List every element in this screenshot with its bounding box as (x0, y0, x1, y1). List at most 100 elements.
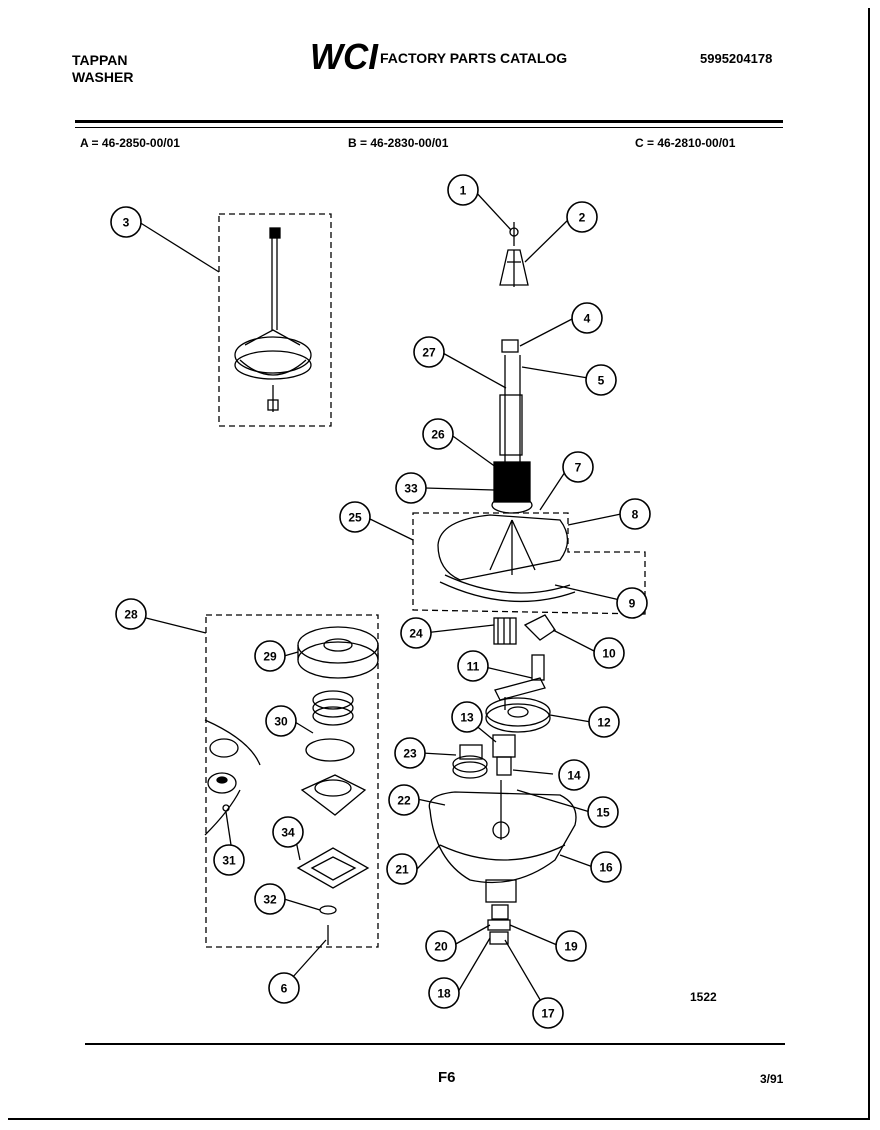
callout-3: 3 (110, 206, 142, 238)
callout-circle (566, 201, 598, 233)
callout-circle (585, 364, 617, 396)
callout-circle (422, 418, 454, 450)
header-rule (75, 120, 783, 123)
callout-circle (265, 705, 297, 737)
callout-27: 27 (413, 336, 445, 368)
callout-label: 28 (124, 608, 138, 622)
callout-label: 26 (431, 428, 445, 442)
callout-5: 5 (585, 364, 617, 396)
callout-13: 13 (451, 701, 483, 733)
agitator-cap (499, 222, 529, 287)
inset-arc (204, 719, 261, 766)
spring-30 (305, 690, 355, 762)
callout-circle (394, 737, 426, 769)
callout-label: 27 (422, 346, 436, 360)
gear-23 (452, 744, 488, 779)
callout-label: 19 (564, 940, 578, 954)
catalog-number: 5995204178 (700, 51, 773, 66)
page-code: F6 (438, 1069, 456, 1086)
callout-11: 11 (457, 650, 489, 682)
callout-33: 33 (395, 472, 427, 504)
callout-circle (395, 472, 427, 504)
center-shaft (491, 339, 533, 514)
callout-label: 21 (395, 863, 409, 877)
callout-circle (386, 853, 418, 885)
assembly-25-box (412, 512, 646, 615)
callout-19: 19 (555, 930, 587, 962)
callout-circle (268, 972, 300, 1004)
callout-23: 23 (394, 737, 426, 769)
callout-circle (451, 701, 483, 733)
callout-circle (272, 816, 304, 848)
callout-label: 20 (434, 940, 448, 954)
callout-31: 31 (213, 844, 245, 876)
connecting-rod (494, 654, 546, 710)
callout-circle (413, 336, 445, 368)
callout-24: 24 (400, 617, 432, 649)
callout-circle (587, 796, 619, 828)
callout-25: 25 (339, 501, 371, 533)
callout-circle (254, 883, 286, 915)
callout-label: 13 (460, 711, 474, 725)
callout-label: 16 (599, 861, 613, 875)
callout-label: 24 (409, 627, 423, 641)
callout-circle (254, 640, 286, 672)
callout-26: 26 (422, 418, 454, 450)
callout-4: 4 (571, 302, 603, 334)
callout-circle (593, 637, 625, 669)
callout-circle (562, 451, 594, 483)
callout-label: 3 (123, 216, 130, 230)
callout-22: 22 (388, 784, 420, 816)
seal-29 (297, 626, 379, 679)
callout-circle (532, 997, 564, 1029)
logo-text: WCI (310, 38, 379, 74)
callout-label: 5 (598, 374, 605, 388)
page-frame (8, 8, 870, 1120)
model-a: A = 46-2850-00/01 (80, 136, 180, 150)
callout-label: 34 (281, 826, 295, 840)
callout-15: 15 (587, 796, 619, 828)
callout-20: 20 (425, 930, 457, 962)
model-c: C = 46-2810-00/01 (635, 136, 736, 150)
callout-circle (447, 174, 479, 206)
callout-label: 14 (567, 769, 581, 783)
agitator-shaft-assembly (234, 227, 312, 412)
callout-circle (457, 650, 489, 682)
callout-label: 29 (263, 650, 277, 664)
callout-circle (590, 851, 622, 883)
callout-9: 9 (616, 587, 648, 619)
callout-label: 15 (596, 806, 610, 820)
callout-label: 30 (274, 715, 288, 729)
callout-circle (388, 784, 420, 816)
brand-title: TAPPAN WASHER (72, 52, 133, 86)
main-gear (485, 697, 551, 733)
diagram-id: 1522 (690, 990, 717, 1004)
callout-34: 34 (272, 816, 304, 848)
callout-circle (619, 498, 651, 530)
footer-date: 3/91 (760, 1072, 784, 1086)
callout-28: 28 (115, 598, 147, 630)
callout-circle (400, 617, 432, 649)
callout-group: 1234567891011121314151617181920212223242… (110, 174, 651, 1029)
callout-label: 10 (602, 647, 616, 661)
callout-16: 16 (590, 851, 622, 883)
model-b: B = 46-2830-00/01 (348, 136, 449, 150)
callout-label: 32 (263, 893, 277, 907)
gasket-34 (296, 847, 370, 889)
callout-circle (115, 598, 147, 630)
lower-shaft-parts (487, 904, 511, 945)
pinion-gear (493, 617, 517, 645)
callout-30: 30 (265, 705, 297, 737)
callout-circle (555, 930, 587, 962)
callout-circle (339, 501, 371, 533)
brand-line2: WASHER (72, 69, 134, 85)
callout-10: 10 (593, 637, 625, 669)
bearing-holder (300, 774, 367, 816)
assembly-3-box (218, 213, 332, 427)
callout-32: 32 (254, 883, 286, 915)
callout-label: 4 (584, 312, 591, 326)
callout-1: 1 (447, 174, 479, 206)
gear-case (428, 780, 577, 903)
callout-18: 18 (428, 977, 460, 1009)
